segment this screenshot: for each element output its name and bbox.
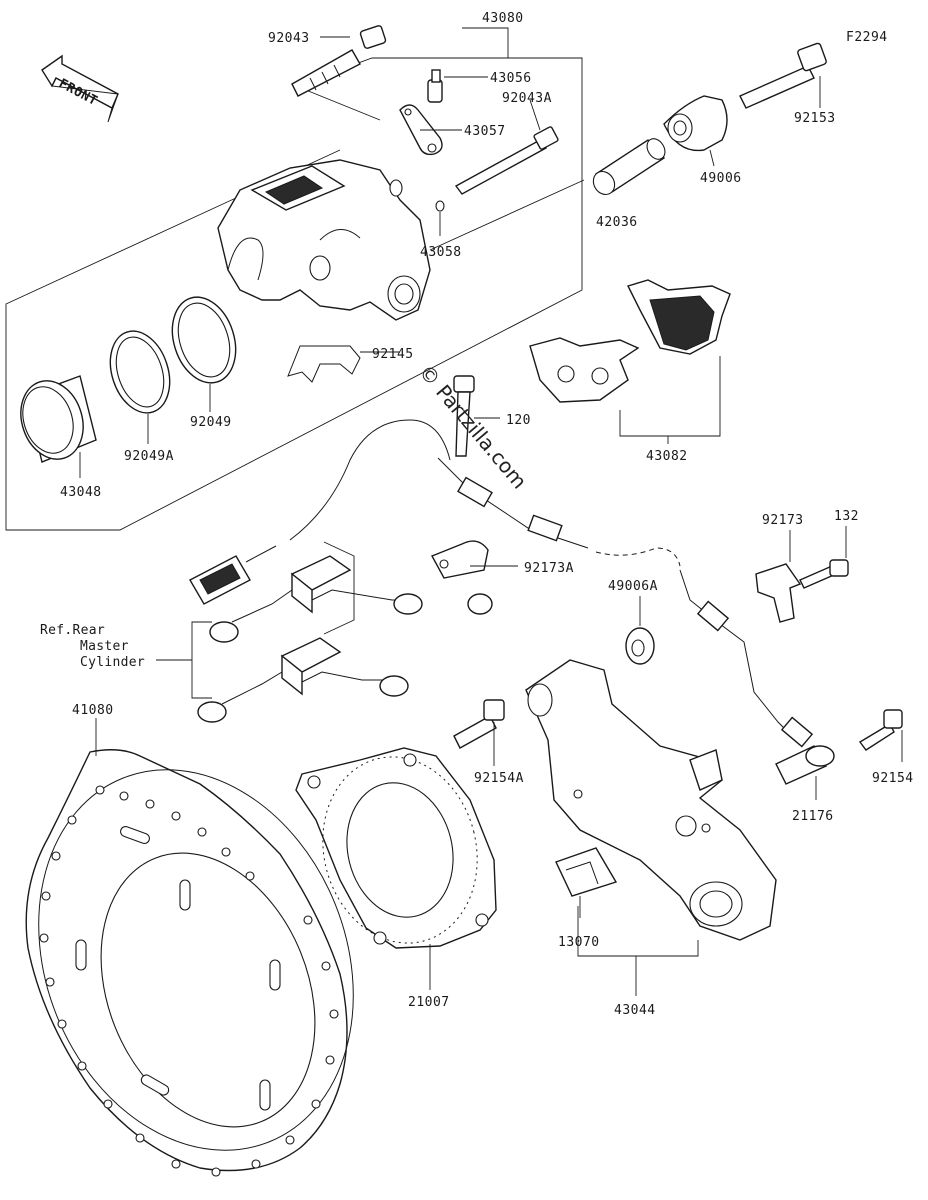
seal-92049A bbox=[109, 330, 171, 444]
label-49006: 49006 bbox=[700, 171, 742, 186]
label-132: 132 bbox=[834, 509, 859, 524]
label-92145: 92145 bbox=[372, 347, 414, 362]
caliper-assembly-outline bbox=[5, 27, 583, 531]
pin-92043A bbox=[454, 99, 559, 195]
label-43056: 43056 bbox=[490, 71, 532, 86]
reference-note-line2: Master bbox=[80, 639, 129, 654]
bolt-92043 bbox=[291, 25, 387, 97]
brake-pads-43082 bbox=[529, 279, 731, 444]
label-92049A: 92049A bbox=[124, 449, 174, 464]
collar-49006A bbox=[625, 596, 655, 665]
label-43057: 43057 bbox=[464, 124, 506, 139]
figure-code: F2294 bbox=[846, 30, 888, 45]
label-21007: 21007 bbox=[408, 995, 450, 1010]
clip-13070 bbox=[555, 847, 618, 918]
reference-note-line3: Cylinder bbox=[80, 655, 145, 670]
bolt-132 bbox=[799, 526, 849, 589]
reference-note-line1: Ref.Rear bbox=[40, 623, 105, 638]
label-120: 120 bbox=[506, 413, 531, 428]
bolt-120 bbox=[453, 375, 500, 457]
clip-92173 bbox=[755, 530, 802, 623]
bleeder-43056 bbox=[427, 69, 488, 103]
seal-92049 bbox=[171, 296, 237, 412]
caliper-bracket-43044 bbox=[525, 659, 777, 996]
label-43058: 43058 bbox=[420, 245, 462, 260]
label-49006A: 49006A bbox=[608, 579, 658, 594]
bolt-92153 bbox=[739, 42, 827, 109]
label-92043: 92043 bbox=[268, 31, 310, 46]
label-43082: 43082 bbox=[646, 449, 688, 464]
washer-43058 bbox=[435, 200, 445, 236]
master-cylinder-hoses bbox=[156, 541, 493, 723]
bolt-92154 bbox=[858, 709, 903, 762]
label-43044: 43044 bbox=[614, 1003, 656, 1018]
sleeve-42036 bbox=[592, 138, 666, 196]
label-21176: 21176 bbox=[792, 809, 834, 824]
piston-43048 bbox=[20, 375, 97, 478]
label-43048: 43048 bbox=[60, 485, 102, 500]
disc-slots bbox=[75, 826, 281, 1111]
label-92049: 92049 bbox=[190, 415, 232, 430]
label-92154: 92154 bbox=[872, 771, 914, 786]
label-13070: 13070 bbox=[558, 935, 600, 950]
label-92154A: 92154A bbox=[474, 771, 524, 786]
boot-49006 bbox=[663, 95, 728, 167]
clamp-92173A bbox=[431, 540, 518, 579]
label-41080: 41080 bbox=[72, 703, 114, 718]
label-92153: 92153 bbox=[794, 111, 836, 126]
caliper-body bbox=[217, 159, 585, 321]
label-92173: 92173 bbox=[762, 513, 804, 528]
brake-hose-sensor-wire bbox=[189, 419, 814, 748]
brake-disc-41080 bbox=[25, 718, 354, 1177]
cap-43057 bbox=[399, 104, 462, 156]
label-92043A: 92043A bbox=[502, 91, 552, 106]
disc-vent-holes bbox=[39, 785, 339, 1177]
abs-rotor-21007 bbox=[295, 747, 497, 990]
label-42036: 42036 bbox=[596, 215, 638, 230]
label-43080: 43080 bbox=[482, 11, 524, 26]
spring-92145 bbox=[287, 345, 400, 383]
label-92173A: 92173A bbox=[524, 561, 574, 576]
bolt-92154A bbox=[453, 699, 505, 766]
abs-sensor-21176 bbox=[775, 745, 835, 800]
front-arrow: FRONT bbox=[41, 54, 119, 123]
